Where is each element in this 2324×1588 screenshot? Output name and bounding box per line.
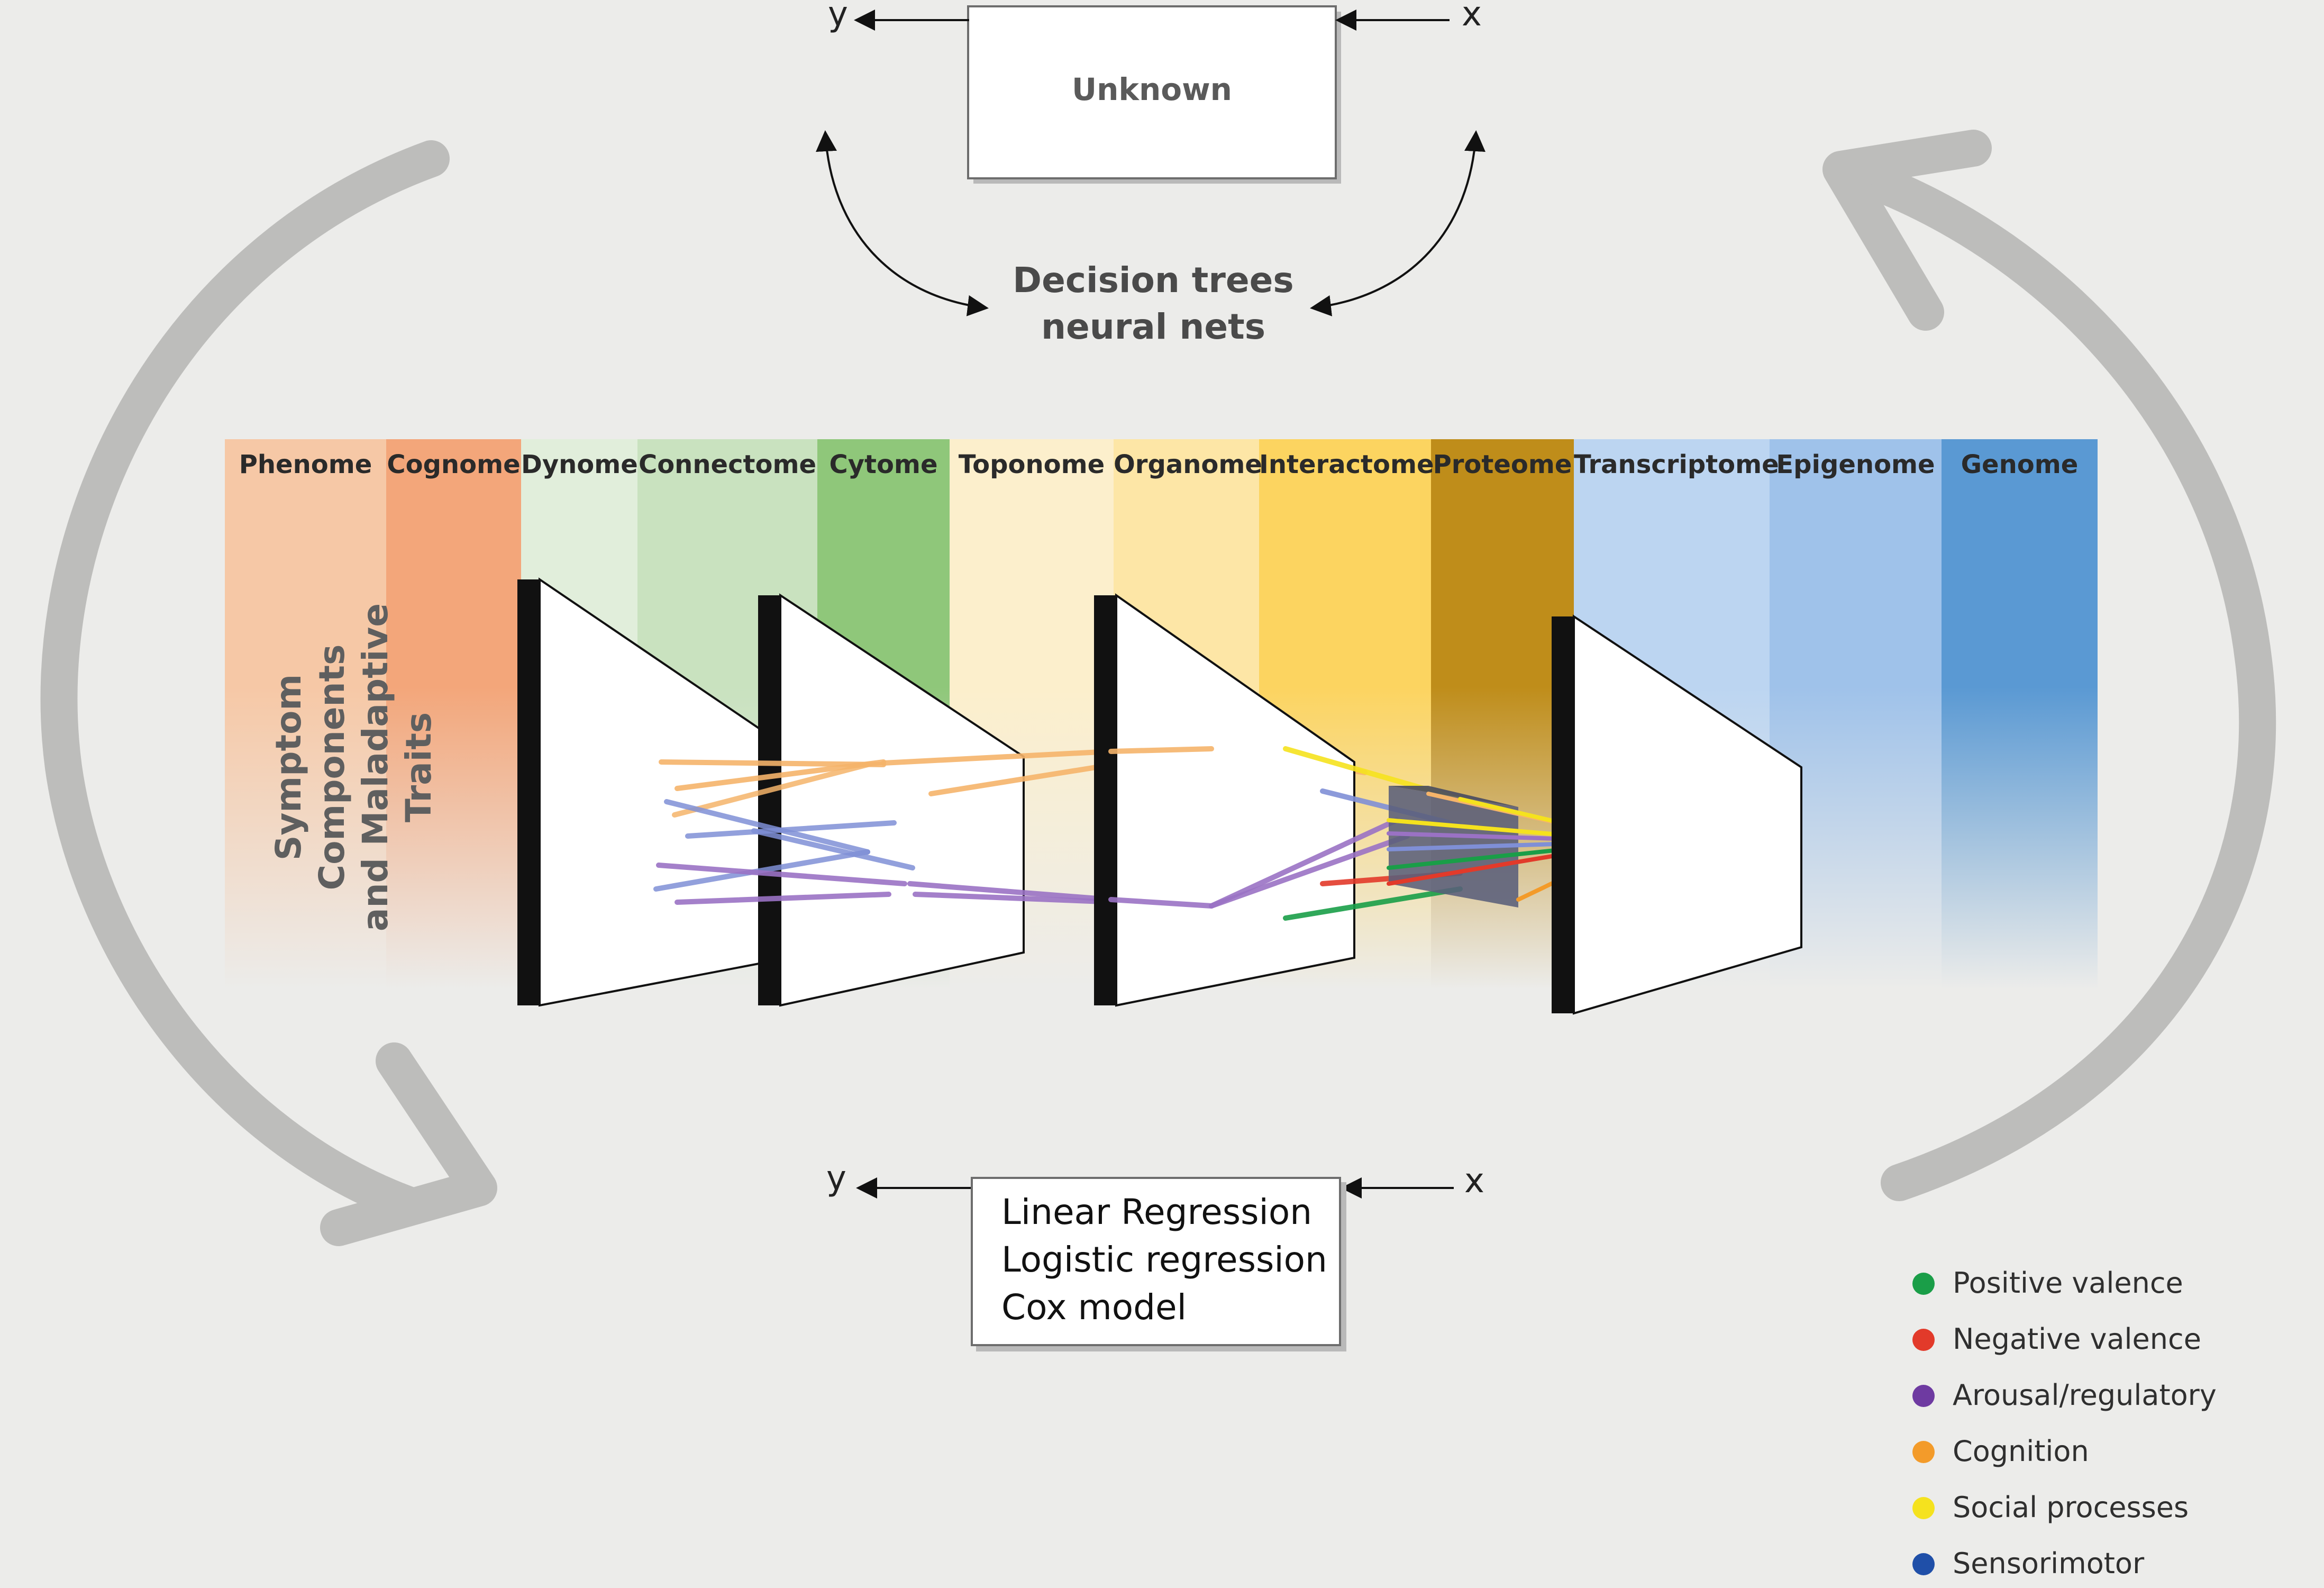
symptom-components-line1: Symptom Components — [268, 644, 352, 891]
legend-dot-social-processes — [1912, 1497, 1935, 1519]
decision-trees-line2: neural nets — [1041, 306, 1265, 347]
stage-label-transcriptome: Transcriptome — [1574, 450, 1779, 479]
stage-label-cytome: Cytome — [829, 450, 938, 479]
regression-line-logistic: Logistic regression — [1001, 1239, 1327, 1280]
decision-trees-line1: Decision trees — [1013, 260, 1294, 301]
legend-dot-sensorimotor — [1912, 1553, 1935, 1575]
stage-label-interactome: Interactome — [1259, 450, 1434, 479]
regression-y-label: y — [826, 1159, 846, 1198]
panel-2 — [758, 593, 1025, 1007]
stage-label-toponome: Toponome — [958, 450, 1105, 479]
legend-label-social-processes: Social processes — [1953, 1491, 2189, 1524]
regression-x-label: x — [1464, 1161, 1484, 1201]
symptom-components-label: Symptom Components and Maladaptive Trait… — [267, 550, 439, 984]
stage-label-organome: Organome — [1114, 450, 1262, 479]
unknown-y-label: y — [828, 0, 848, 34]
regression-box: Linear Regression Logistic regression Co… — [971, 1177, 1341, 1346]
cycle-arrow-right — [1838, 156, 2276, 1201]
unknown-x-label: x — [1462, 0, 1482, 34]
symptom-components-line2: and Maladaptive Traits — [355, 603, 439, 932]
stage-label-dynome: Dynome — [521, 450, 638, 479]
unknown-box — [967, 5, 1337, 179]
panel-4 — [1552, 614, 1802, 1015]
stage-label-proteome: Proteome — [1433, 450, 1572, 479]
curved-arrow-right — [1310, 130, 1485, 316]
stage-label-phenome: Phenome — [239, 450, 372, 479]
stage-label-connectome: Connectome — [638, 450, 817, 479]
legend-label-positive-valence: Positive valence — [1953, 1266, 2183, 1300]
regression-line-cox: Cox model — [1001, 1287, 1187, 1328]
decision-trees-label: Decision trees neural nets — [942, 257, 1365, 350]
stage-label-genome: Genome — [1961, 450, 2079, 479]
legend-label-cognition: Cognition — [1953, 1435, 2089, 1468]
cycle-arrow-right-head — [1822, 130, 1992, 331]
unknown-box-title: Unknown — [1072, 71, 1232, 107]
legend-label-negative-valence: Negative valence — [1953, 1322, 2201, 1356]
cycle-arrow-left-head — [320, 1042, 497, 1246]
curved-arrow-left — [816, 130, 989, 316]
regression-line-linear: Linear Regression — [1001, 1192, 1313, 1232]
legend-dot-negative-valence — [1912, 1329, 1935, 1351]
legend-dot-arousal-regulatory — [1912, 1385, 1935, 1407]
stage-label-epigenome: Epigenome — [1776, 450, 1935, 479]
legend-dot-positive-valence — [1912, 1273, 1935, 1295]
legend-label-sensorimotor: Sensorimotor — [1953, 1547, 2145, 1580]
legend-dot-cognition — [1912, 1441, 1935, 1463]
stage-label-cognome: Cognome — [387, 450, 521, 479]
legend-label-arousal-regulatory: Arousal/regulatory — [1953, 1378, 2217, 1412]
cycle-arrow-left — [40, 140, 450, 1225]
